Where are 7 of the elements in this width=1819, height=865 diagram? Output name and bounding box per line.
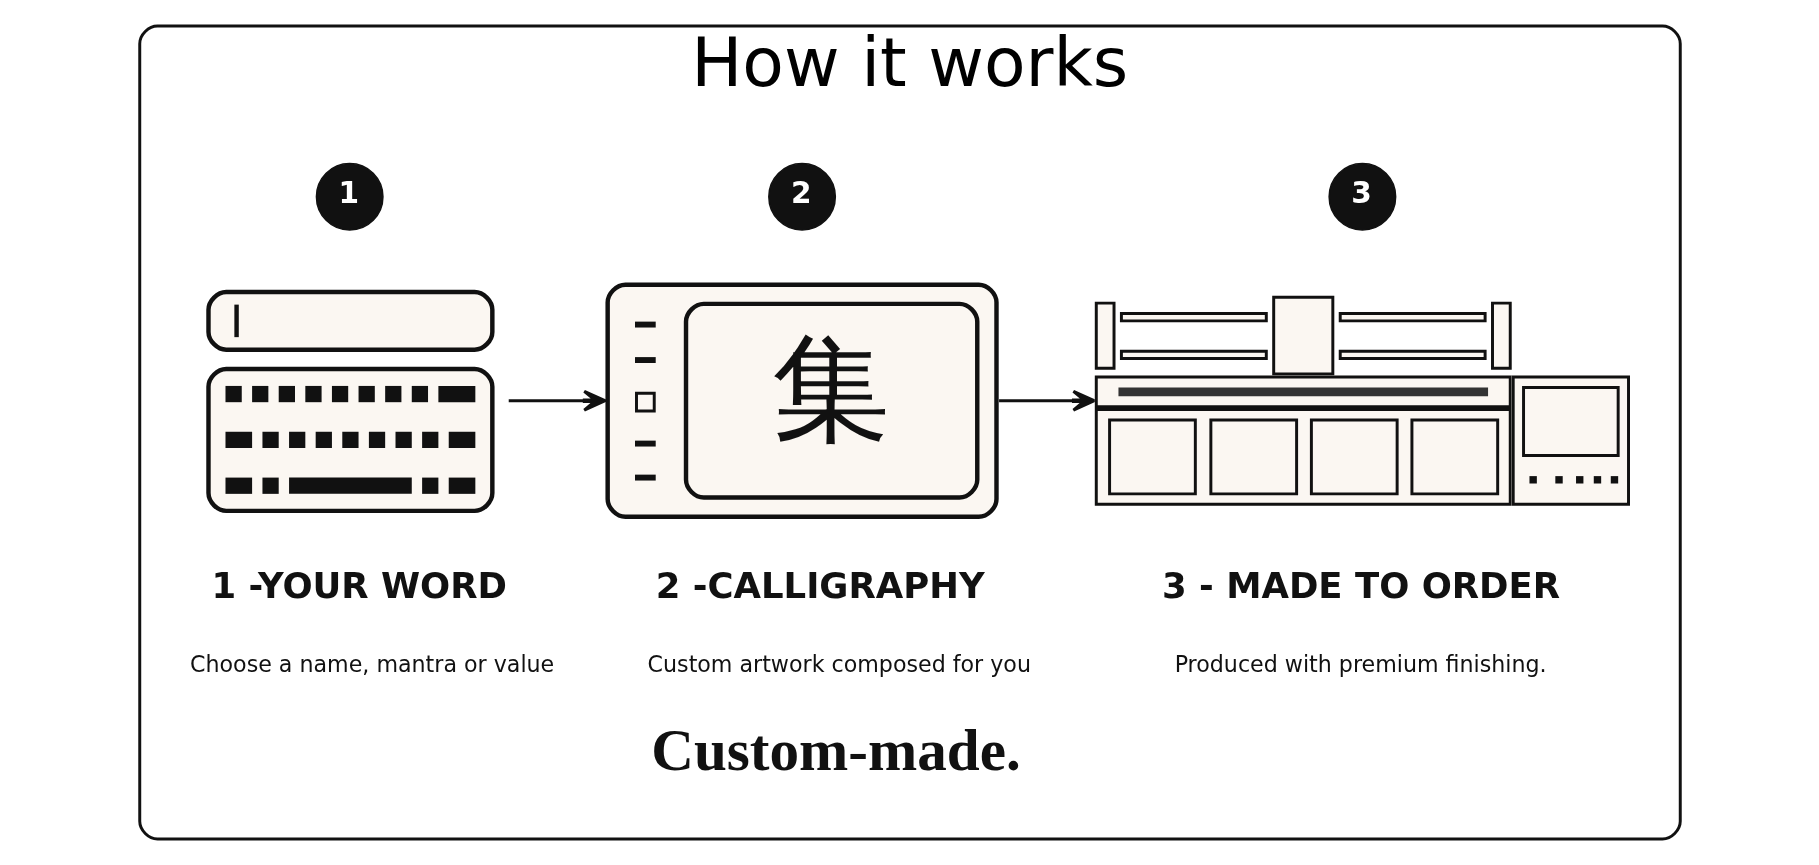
node-label: Choose a name, mantra or value: [189, 651, 554, 677]
node-label: 1 -YOUR WORD: [210, 565, 507, 607]
node-label: 2 -CALLIGRAPHY: [655, 565, 985, 607]
node-label: Custom artwork composed for you: [647, 651, 1031, 677]
node-label: Produced with premium finishing.: [1174, 651, 1547, 677]
label: Custom-made.: [650, 716, 1021, 783]
node-label: 3 - MADE TO ORDER: [1161, 565, 1560, 607]
